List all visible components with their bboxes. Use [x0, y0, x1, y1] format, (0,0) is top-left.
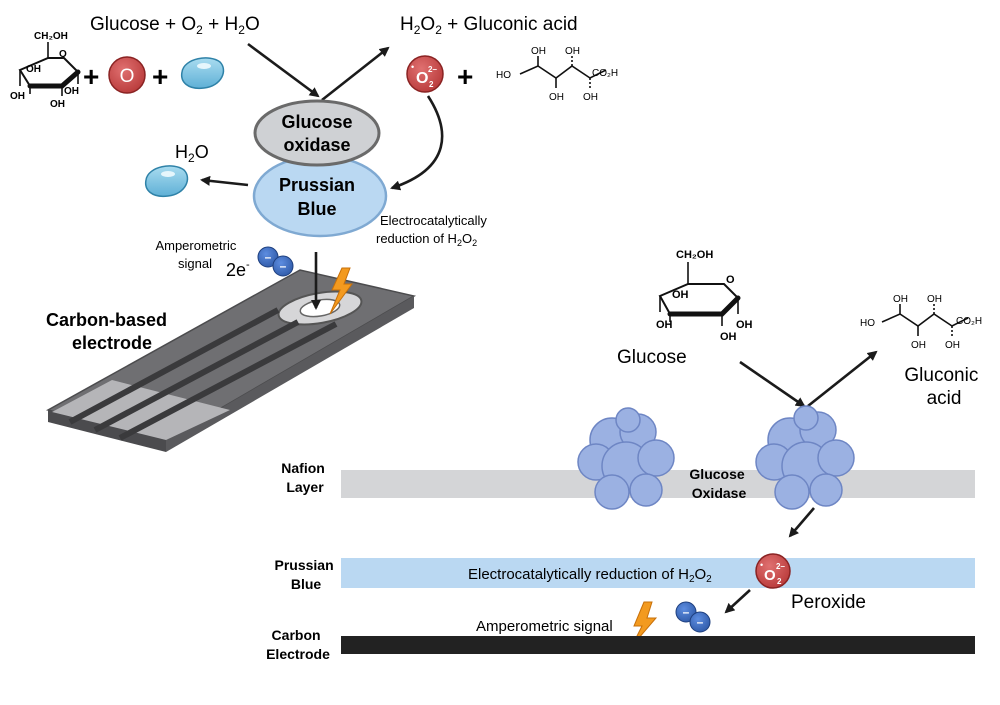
svg-text:O: O [59, 49, 67, 60]
nafion-layer-label: Nafion Layer [281, 460, 328, 495]
plus-sign-2: + [152, 61, 168, 92]
svg-text:OH: OH [50, 99, 65, 110]
glucose-oxidase-label-right: Glucose Oxidase [689, 466, 748, 501]
svg-text:OH: OH [64, 86, 79, 97]
svg-text:OH: OH [583, 92, 598, 103]
svg-text:2–: 2– [776, 562, 785, 571]
protein-glucose-oxidase-2 [755, 405, 855, 510]
arrow-glucose-to-enzyme-right [739, 360, 806, 408]
glucose-molecule-right: CH₂OH O OH OH OH OH [656, 249, 753, 343]
carbon-electrode-label: Carbon Electrode [266, 627, 330, 662]
amperometric-label-right: Amperometric signal [476, 618, 613, 635]
glucose-molecule-top: CH₂OH O OH OH OH OH [10, 31, 81, 110]
svg-text:2: 2 [429, 80, 434, 89]
svg-text:–: – [265, 250, 272, 264]
arrow-peroxide-to-electrons [724, 589, 751, 614]
svg-text:OH: OH [945, 340, 960, 351]
svg-text:HO: HO [496, 70, 511, 81]
arrow-enzyme-to-products [321, 46, 390, 102]
svg-text:O: O [416, 70, 428, 87]
svg-text:OH: OH [927, 294, 942, 305]
water-droplet-output [144, 165, 189, 198]
prussian-blue-band [341, 558, 975, 588]
glucose-label-right: Glucose [617, 347, 687, 368]
svg-text:Prussian: Prussian [279, 175, 355, 195]
pb-band-text: Electrocatalytically reduction of H2O2 [468, 566, 712, 585]
electrons-top: – – [257, 246, 294, 277]
peroxide-label: Peroxide [791, 592, 866, 613]
oxygen-atom: O [108, 56, 146, 94]
water-droplet-top [180, 57, 225, 90]
prussian-blue-ellipse: Prussian Blue [252, 154, 388, 238]
svg-text:Blue: Blue [297, 199, 336, 219]
electrocatalytic-label-top: Electrocatalytically [380, 213, 487, 228]
gluconic-label-right: Gluconic acid [904, 365, 983, 409]
svg-text:CO₂H: CO₂H [956, 316, 982, 327]
superoxide-right: • O 2– 2 [755, 553, 791, 589]
svg-text:–: – [280, 259, 287, 273]
arrow-pb-to-water [200, 175, 249, 187]
svg-text:OH: OH [549, 92, 564, 103]
superoxide-top: • O 2– 2 [406, 55, 444, 93]
svg-text:OH: OH [531, 46, 546, 57]
svg-text:oxidase: oxidase [283, 135, 350, 155]
carbon-electrode-band [341, 636, 975, 654]
reaction-right-title: H2O2 + Gluconic acid [400, 14, 578, 37]
svg-text:Glucose: Glucose [281, 112, 352, 132]
svg-text:OH: OH [656, 319, 673, 331]
lightning-bolt-icon [329, 267, 353, 315]
arrow-superoxide-to-pb [390, 95, 444, 191]
svg-text:HO: HO [860, 318, 875, 329]
svg-text:–: – [683, 605, 690, 619]
plus-sign-1: + [83, 61, 99, 92]
arrow-enzyme-to-pb-right [788, 507, 815, 538]
glucose-oxidase-ellipse: Glucose oxidase [253, 99, 381, 167]
amperometric-label-top: Amperometric signal [155, 238, 240, 271]
svg-text:OH: OH [736, 319, 753, 331]
svg-text:CO₂H: CO₂H [592, 68, 618, 79]
gluconic-acid-right: HO OH OH OH OH CO₂H [860, 294, 982, 351]
svg-text:OH: OH [911, 340, 926, 351]
reaction-left-title: Glucose + O2 + H2O [90, 14, 260, 37]
plus-sign-3: + [457, 61, 473, 92]
gluconic-acid-top: HO OH OH OH OH CO₂H [496, 46, 618, 103]
svg-text:O: O [726, 274, 735, 286]
svg-text:•: • [760, 560, 763, 570]
electrons-right: – – [675, 601, 711, 633]
svg-text:O: O [764, 567, 776, 584]
electron-count-label: 2e- [226, 259, 250, 280]
svg-text:OH: OH [10, 91, 25, 102]
svg-text:OH: OH [720, 331, 737, 343]
svg-text:CH₂OH: CH₂OH [676, 249, 713, 261]
svg-text:OH: OH [893, 294, 908, 305]
protein-glucose-oxidase-1 [577, 407, 675, 510]
lightning-bolt-icon-right [631, 601, 658, 647]
svg-text:O: O [120, 66, 135, 87]
electrocatalytic-label-top-line2: reduction of H2O2 [376, 231, 477, 248]
arrow-enzyme-to-gluconic-right [807, 350, 878, 408]
svg-text:CH₂OH: CH₂OH [34, 31, 68, 42]
svg-text:•: • [411, 62, 414, 72]
svg-text:OH: OH [672, 289, 689, 301]
svg-text:OH: OH [26, 64, 41, 75]
svg-text:OH: OH [565, 46, 580, 57]
svg-text:2–: 2– [428, 65, 437, 74]
arrow-reactants-to-enzyme [247, 42, 320, 98]
water-label-top: H2O [175, 142, 209, 165]
electrode-label: Carbon-based electrode [46, 310, 172, 353]
screen-printed-electrode [45, 269, 417, 452]
svg-text:2: 2 [777, 577, 782, 586]
svg-text:–: – [697, 615, 704, 629]
prussian-blue-label-right: Prussian Blue [274, 557, 337, 592]
